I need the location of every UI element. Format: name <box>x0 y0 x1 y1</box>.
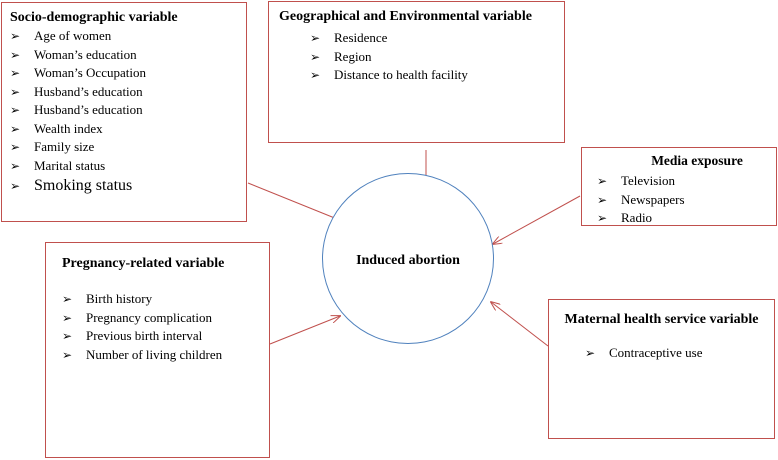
list-item-label: Husband’s education <box>34 102 143 117</box>
list-item: ➢ Smoking status <box>10 175 246 197</box>
list-item: ➢ Family size <box>10 138 246 157</box>
list-item-label: Birth history <box>86 291 153 306</box>
list-item: ➢ Husband’s education <box>10 101 246 120</box>
arrow-bullet-icon: ➢ <box>10 47 21 62</box>
list-item-label: Smoking status <box>34 177 133 194</box>
list-item-label: Husband’s education <box>34 83 143 99</box>
maternal-health-service-title: Maternal health service variable <box>564 312 759 327</box>
media-exposure-box: Media exposure ➢ Television ➢ Newspapers ➢… <box>581 147 777 226</box>
geographical-environmental-box: Geographical and Environmental variable … <box>268 1 565 143</box>
maternal-health-service-box: Maternal health service variable ➢ Contra… <box>548 299 775 439</box>
pregnancy-related-box: Pregnancy-related variable ➢ Birth histor… <box>45 242 270 458</box>
arrow-bullet-icon: ➢ <box>310 49 321 64</box>
list-item-label: Wealth index <box>34 120 103 136</box>
arrow-bullet-icon: ➢ <box>597 211 608 225</box>
list-item-label: Television <box>621 173 675 188</box>
list-item-label: Family size <box>34 139 95 154</box>
arrow-maternal-to-center <box>491 302 549 347</box>
arrow-bullet-icon: ➢ <box>62 292 73 306</box>
list-item-label: Radio <box>621 210 653 225</box>
arrow-media-to-center <box>493 195 581 244</box>
list-item: ➢ Residence <box>310 29 564 48</box>
list-item-label: Number of living children <box>86 346 223 362</box>
list-item: ➢ Wealth index <box>10 120 246 139</box>
arrow-bullet-icon: ➢ <box>597 174 608 188</box>
arrow-bullet-icon: ➢ <box>585 346 596 360</box>
list-item-label: Region <box>334 48 372 64</box>
arrow-bullet-icon: ➢ <box>10 121 21 136</box>
socio-demographic-box: Socio-demographic variable ➢ Age of women… <box>1 2 247 222</box>
arrow-bullet-icon: ➢ <box>10 29 21 43</box>
list-item: ➢ Woman’s Occupation <box>10 64 246 83</box>
arrow-bullet-icon: ➢ <box>10 158 21 173</box>
list-item-label: Pregnancy complication <box>86 309 212 325</box>
list-item-label: Marital status <box>34 157 106 173</box>
socio-demographic-title: Socio-demographic variable <box>10 10 178 25</box>
geographical-environmental-list: ➢ Residence ➢ Region ➢ Distance to health f… <box>310 29 564 85</box>
list-item: ➢ Pregnancy complication <box>62 309 269 328</box>
list-item: ➢ Birth history <box>62 290 269 309</box>
list-item-label: Age of women <box>34 28 112 43</box>
arrow-bullet-icon: ➢ <box>10 66 21 80</box>
arrow-pregnancy-to-center <box>269 316 340 345</box>
arrow-bullet-icon: ➢ <box>10 84 21 99</box>
arrow-bullet-icon: ➢ <box>310 68 321 82</box>
list-item-label: Woman’s Occupation <box>34 65 146 80</box>
induced-abortion-label: Induced abortion <box>356 253 460 268</box>
arrow-bullet-icon: ➢ <box>62 329 73 343</box>
arrow-bullet-icon: ➢ <box>310 31 321 45</box>
list-item: ➢ Previous birth interval <box>62 327 269 346</box>
list-item: ➢ Husband’s education <box>10 83 246 102</box>
list-item: ➢ Region <box>310 48 564 67</box>
induced-abortion-ellipse <box>322 173 494 344</box>
socio-demographic-list: ➢ Age of women ➢ Woman’s education ➢ Woman’… <box>10 27 246 197</box>
pregnancy-related-list: ➢ Birth history ➢ Pregnancy complication ➢… <box>62 290 269 364</box>
arrow-bullet-icon: ➢ <box>62 347 73 362</box>
list-item-label: Distance to health facility <box>334 67 468 82</box>
arrow-bullet-icon: ➢ <box>10 103 21 117</box>
pregnancy-related-title: Pregnancy-related variable <box>62 256 225 271</box>
list-item: ➢ Newspapers <box>597 191 776 210</box>
list-item-label: Woman’s education <box>34 46 137 62</box>
list-item-label: Residence <box>334 30 388 45</box>
geographical-environmental-title: Geographical and Environmental variable <box>279 9 532 24</box>
maternal-health-service-list: ➢ Contraceptive use <box>585 344 764 363</box>
arrow-bullet-icon: ➢ <box>10 140 21 154</box>
list-item: ➢ Number of living children <box>62 346 269 365</box>
list-item: ➢ Distance to health facility <box>310 66 564 85</box>
list-item: ➢ Marital status <box>10 157 246 176</box>
list-item: ➢ Television <box>597 172 776 191</box>
list-item-label: Newspapers <box>621 191 685 207</box>
list-item-label: Contraceptive use <box>609 345 703 360</box>
arrow-bullet-icon: ➢ <box>62 310 73 325</box>
media-exposure-title: Media exposure <box>651 153 743 168</box>
media-exposure-list: ➢ Television ➢ Newspapers ➢ Radio <box>597 172 776 228</box>
arrow-socio-to-center <box>247 182 347 223</box>
list-item-label: Previous birth interval <box>86 328 203 343</box>
list-item: ➢ Woman’s education <box>10 46 246 65</box>
list-item: ➢ Contraceptive use <box>585 344 764 363</box>
arrow-bullet-icon: ➢ <box>597 192 608 207</box>
arrow-bullet-icon: ➢ <box>10 179 21 193</box>
list-item: ➢ Age of women <box>10 27 246 46</box>
list-item: ➢ Radio <box>597 209 776 228</box>
